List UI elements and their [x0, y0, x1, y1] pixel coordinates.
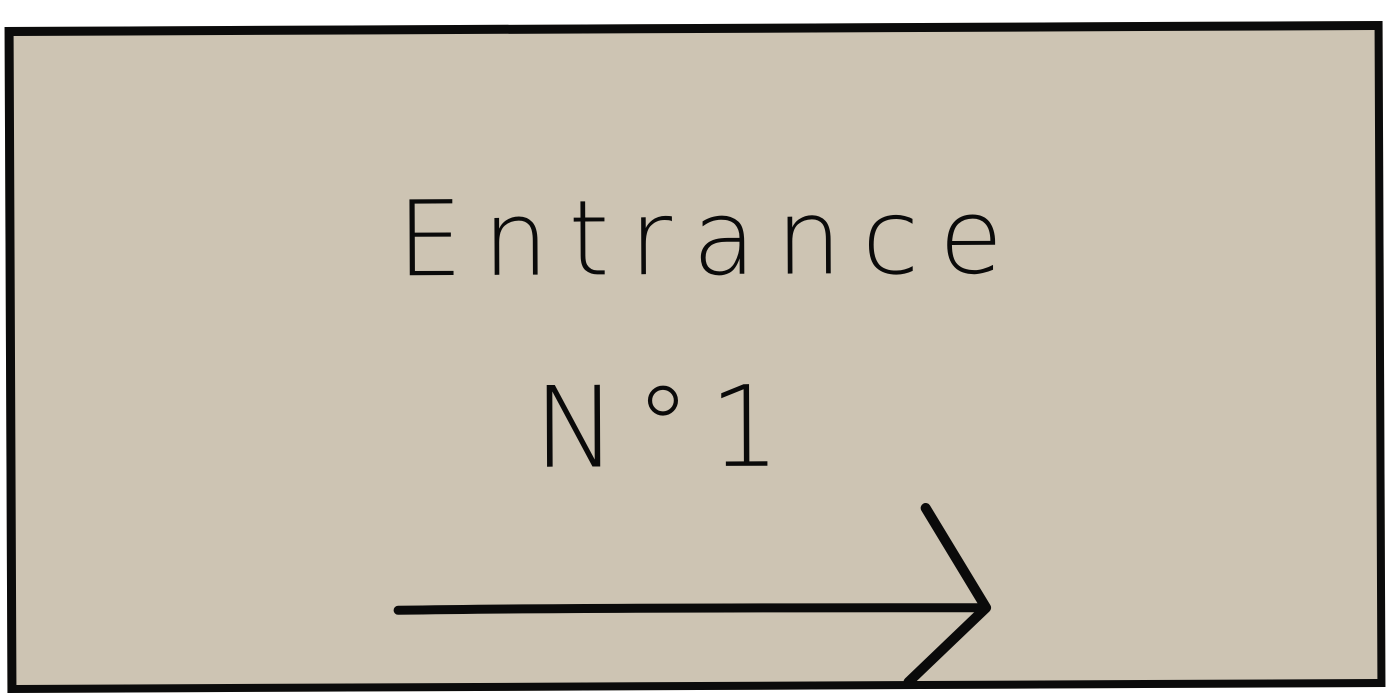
sign-line-entrance: Entrance: [396, 175, 1024, 301]
entrance-sign: Entrance N°1: [4, 20, 1386, 694]
sign-line-number: N°1: [532, 362, 799, 494]
arrow-right-icon: [393, 502, 992, 685]
